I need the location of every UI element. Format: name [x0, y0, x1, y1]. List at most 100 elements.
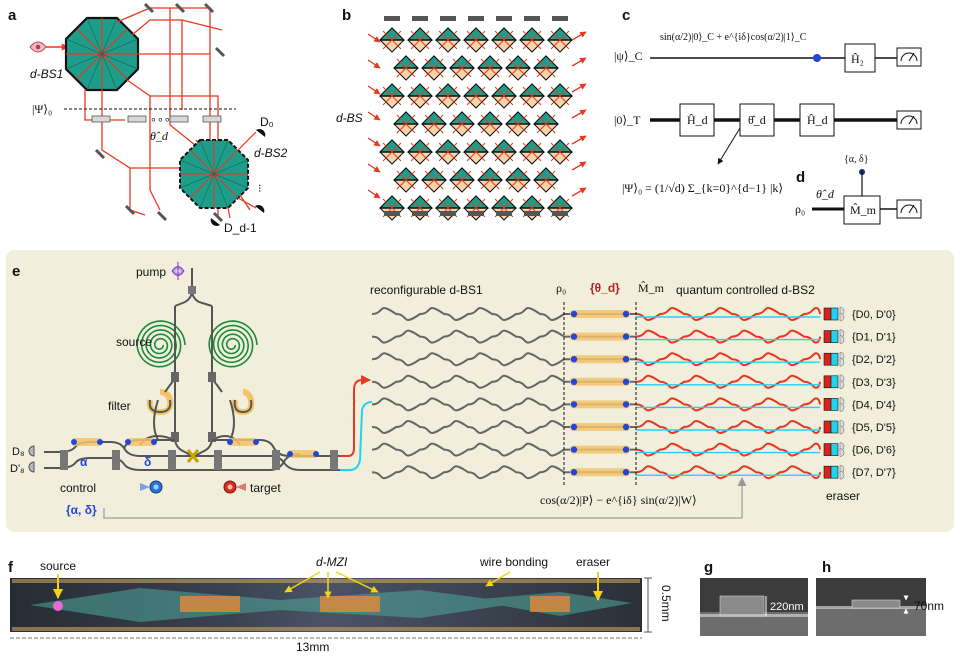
detector-label: {D3, D'3} — [852, 377, 896, 389]
meter-icon-2 — [896, 110, 922, 130]
electrode — [570, 356, 578, 363]
bs-cell — [518, 27, 546, 53]
chip-heaters — [180, 596, 570, 612]
eraser-label: eraser — [826, 489, 860, 503]
control-output — [340, 401, 373, 471]
detector-icon — [839, 312, 845, 322]
waveguide — [635, 306, 821, 322]
pump-icon — [171, 262, 185, 280]
bs-output-beam — [571, 83, 587, 93]
bs-cell — [434, 27, 462, 53]
detector-icon — [839, 425, 845, 435]
source-spirals — [136, 320, 258, 368]
phase-heater — [570, 468, 630, 477]
d-theta: θ̂_d — [816, 187, 835, 201]
eraser-block — [830, 465, 839, 479]
bs-cell — [532, 167, 560, 193]
detector-label: {D1, D'1} — [852, 332, 896, 344]
eraser-block — [823, 375, 832, 389]
panel-b: b d-BS — [336, 7, 587, 221]
wg-couplers — [171, 372, 216, 442]
bs-cell — [476, 167, 504, 193]
d8-label: D₈ — [12, 446, 25, 458]
bs-cell — [378, 139, 406, 165]
panel-d-label: d — [796, 169, 805, 186]
eraser-block — [830, 420, 839, 434]
feedforward-line — [103, 477, 747, 519]
bs-mirror-top — [524, 16, 540, 21]
bs-cell — [434, 83, 462, 109]
h-dim: 70nm — [914, 599, 944, 613]
bs-input-beam — [367, 111, 381, 121]
bs-cell — [392, 167, 420, 193]
gate-h2-label: Ĥ₂ — [851, 52, 864, 66]
pump-label: pump — [136, 265, 166, 279]
panel-c-label: c — [622, 7, 630, 24]
dbs1-octagon — [64, 16, 140, 92]
detector-icon — [839, 470, 845, 480]
phase-heater — [570, 423, 630, 431]
psi0-eq: |Ψ⟩₀ = (1/√d) Σ_{k=0}^{d−1} |k⟩ — [622, 181, 783, 195]
panel-a-label: a — [8, 7, 17, 24]
detector-icon — [839, 448, 845, 457]
dots-label: ∘∘∘ — [150, 114, 171, 126]
bs-cell — [462, 83, 490, 109]
eraser-block — [823, 352, 832, 366]
f-wire-label: wire bonding — [479, 555, 548, 569]
bs-output-beam — [571, 31, 587, 41]
dbs2-label: d-BS2 — [254, 146, 288, 160]
control-label: control — [60, 481, 96, 495]
bs-cell — [406, 139, 434, 165]
panel-a-mirrors — [94, 2, 226, 223]
phase-heater — [570, 332, 630, 341]
bs-cell — [546, 83, 574, 109]
panel-f-label: f — [8, 559, 14, 576]
bs-cell — [420, 55, 448, 81]
bs-cell — [504, 167, 532, 193]
detector-icon — [839, 335, 845, 344]
bs-cell — [448, 55, 476, 81]
chip-source-spot — [53, 601, 63, 611]
bs-mirror-bottom — [552, 211, 568, 216]
f-source-label: source — [40, 559, 76, 573]
bs-input-beam — [367, 85, 381, 95]
f-mzi-label: d-MZI — [316, 555, 348, 569]
bs-cell — [448, 167, 476, 193]
bs-cell — [420, 167, 448, 193]
detector-icon — [839, 403, 845, 412]
panel-b-label: b — [342, 7, 351, 24]
waveguide — [371, 465, 565, 480]
bs-cell — [420, 111, 448, 137]
bs-cell — [378, 195, 406, 221]
bs-cell — [532, 111, 560, 137]
phase-shifters — [91, 115, 222, 123]
electrode — [570, 469, 578, 476]
psi-c-label: |ψ⟩_C — [614, 49, 643, 63]
zero-t-label: |0⟩_T — [614, 113, 641, 127]
detector-icon — [839, 357, 845, 367]
panel-e: e pump source filter — [6, 250, 954, 532]
electrode — [622, 401, 630, 408]
bs-mirror-bottom — [496, 211, 512, 216]
bs-mirror-bottom — [440, 211, 456, 216]
vdots-label: ⁝ — [258, 183, 262, 195]
bs-input-beam — [367, 33, 381, 43]
target-photon-icon — [223, 480, 246, 494]
electrode — [570, 401, 578, 408]
bs-input-beam — [367, 163, 381, 173]
bs-cell — [532, 55, 560, 81]
waveguide — [635, 419, 821, 435]
waveguide — [371, 374, 565, 389]
detector-icon — [839, 380, 845, 390]
phase-heater — [570, 355, 630, 364]
dp8-label: D'₈ — [10, 463, 25, 475]
bs-cell — [546, 139, 574, 165]
separators — [563, 302, 637, 486]
bs-cell — [490, 139, 518, 165]
eraser-block — [830, 307, 839, 321]
prep-electrodes — [71, 439, 319, 457]
bs-cell — [392, 111, 420, 137]
bs-output-beam — [571, 187, 587, 197]
electrode — [622, 310, 630, 318]
panel-a-detector-beams — [227, 131, 257, 219]
